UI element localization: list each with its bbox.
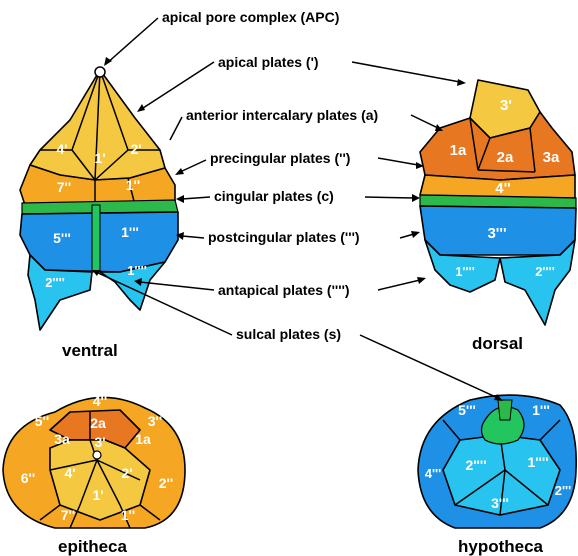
epitheca-plate-label: 5'' [35, 413, 49, 429]
hypotheca-plate-label: 4''' [425, 466, 442, 481]
label-apc: apical pore complex (APC) [162, 9, 339, 25]
label-cingular: cingular plates (c) [214, 188, 334, 204]
hypotheca-plate-label: 3''' [491, 495, 509, 511]
view-label-epitheca: epitheca [58, 537, 128, 556]
label-antapical: antapical plates ('''') [218, 282, 350, 298]
epitheca-view: 4'' 5'' 2a 3'' 3a 3' 1a 6'' 4' 2' 2'' 1'… [3, 393, 185, 528]
ventral-plate-label: 2' [130, 141, 141, 157]
epitheca-plate-label: 4'' [93, 393, 107, 409]
label-precingular: precingular plates ('') [210, 150, 350, 166]
dorsal-plate-label: 3' [500, 97, 512, 114]
ventral-view: 4' 1' 2' 7'' 1'' 5''' 1''' 2'''' 1'''' [20, 67, 178, 330]
dorsal-plate-label: 1a [450, 142, 467, 159]
epitheca-apc-dot [93, 451, 101, 459]
ventral-plate-label: 1' [94, 150, 105, 166]
label-anterior-intercalary: anterior intercalary plates (a) [186, 107, 378, 123]
epitheca-plate-label: 3' [94, 434, 105, 450]
hypotheca-plate-label: 2'''' [465, 457, 486, 473]
dorsal-plate-label: 2'''' [535, 264, 555, 279]
ventral-plate-label: 4' [56, 141, 67, 157]
ventral-plate-label: 7'' [57, 179, 71, 195]
hypotheca-plate-label: 2''' [555, 483, 572, 498]
ventral-plate-label: 1'' [126, 177, 140, 193]
epitheca-plate-label: 3a [54, 431, 70, 447]
label-apical-plates: apical plates (') [218, 54, 319, 70]
epitheca-plate-label: 3'' [148, 413, 162, 429]
epitheca-plate-label: 6'' [21, 470, 35, 486]
dorsal-plate-label: 3''' [487, 225, 506, 242]
apical-pore-dot [95, 67, 105, 77]
ventral-plate-label: 5''' [53, 230, 71, 246]
dorsal-plate-label: 4'' [495, 180, 510, 197]
epitheca-plate-label: 1a [135, 431, 151, 447]
epitheca-plate-label: 2'' [159, 475, 173, 491]
ventral-plate-label: 1'''' [127, 263, 147, 278]
label-sulcal: sulcal plates (s) [236, 326, 341, 342]
view-label-dorsal: dorsal [472, 334, 523, 353]
dorsal-plate-label: 2a [497, 149, 514, 166]
hypotheca-view: 5''' 1''' 4''' 2'''' 1'''' 2''' 3''' [418, 395, 576, 528]
hypotheca-plate-label: 1''' [532, 402, 550, 418]
dorsal-plate-label: 3a [543, 149, 560, 166]
ventral-plate-label: 2'''' [45, 275, 65, 290]
epitheca-plate-label: 2a [90, 415, 106, 431]
epitheca-plate-label: 7'' [61, 507, 75, 523]
epitheca-plate-label: 4' [64, 465, 75, 481]
hypotheca-sulcus-stem [498, 400, 512, 420]
label-postcingular: postcingular plates (''') [208, 229, 360, 245]
dorsal-plate-label: 1'''' [455, 264, 475, 279]
epitheca-plate-label: 1' [92, 487, 103, 503]
epitheca-plate-label: 1'' [121, 507, 135, 523]
ventral-sulcus [92, 205, 100, 272]
hypotheca-plate-label: 5''' [458, 402, 476, 418]
view-label-hypotheca: hypotheca [458, 537, 544, 556]
ventral-plate-label: 1''' [121, 224, 139, 240]
epitheca-plate-label: 2' [121, 465, 132, 481]
view-label-ventral: ventral [62, 341, 118, 360]
dorsal-view: 3' 1a 2a 3a 4'' 3''' 1'''' 2'''' [420, 80, 576, 325]
hypotheca-plate-label: 1'''' [527, 454, 548, 470]
